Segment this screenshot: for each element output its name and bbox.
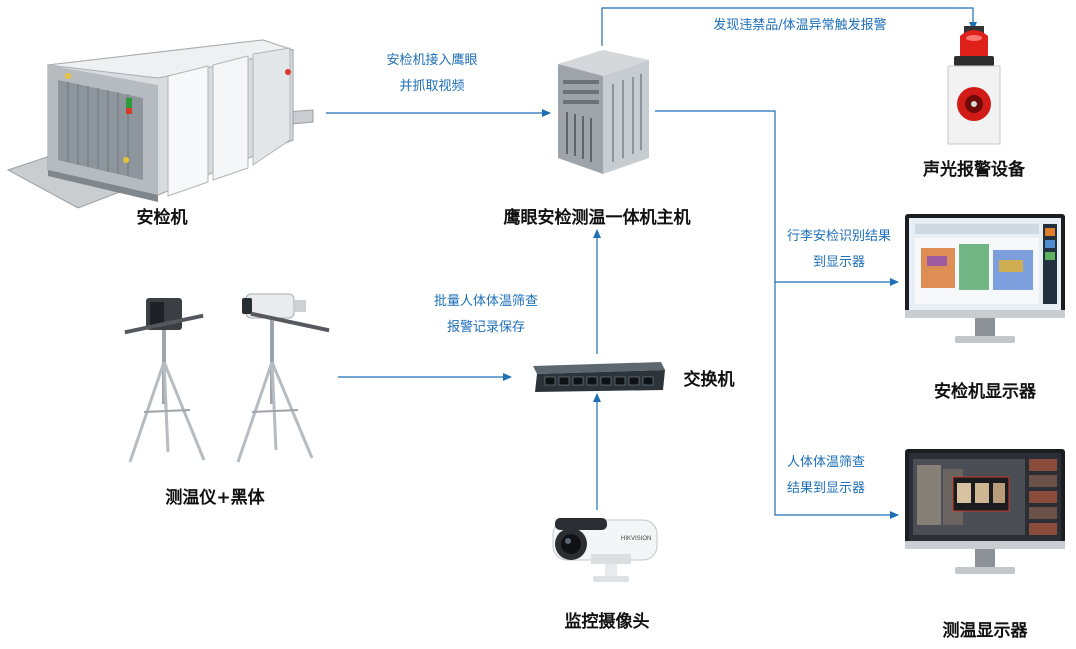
node-label-host: 鹰眼安检测温一体机主机 [503,208,691,228]
edge-label-xray-to-host: 安检机接入鹰眼 并抓取视频 [386,53,478,94]
surveillance-camera-image: HIKVISION [552,518,658,582]
arrow-host-to-temp-display [774,282,899,519]
node-label-camera: 监控摄像头 [564,612,650,632]
arrow-host-to-alarm [601,7,977,46]
edge-label-host-to-xray-display: 行李安检识别结果 到显示器 [786,229,891,270]
edge-label-host-to-temp-display: 人体体温筛查 结果到显示器 [786,455,865,496]
node-label-alarm: 声光报警设备 [923,160,1025,180]
arrow-host-to-xray-display [655,110,899,286]
thermometer-tripod-image [124,293,330,463]
node-label-thermometer: 测温仪+黑体 [165,488,265,508]
node-label-xray-display: 安检机显示器 [934,382,1036,402]
node-label-xray: 安检机 [136,208,188,228]
xray-display-monitor-image [905,214,1065,343]
network-switch-image [533,362,665,392]
alarm-device-image [947,26,1001,145]
temperature-display-monitor-image [905,449,1065,574]
edge-label-host-to-alarm: 发现违禁品/体温异常触发报警 [713,18,887,33]
host-server-image [558,50,649,174]
xray-machine-image [6,39,314,209]
edge-label-switch-to-host: 批量人体体温筛查 报警记录保存 [433,294,538,335]
camera-brand-text: HIKVISION [621,536,651,542]
node-label-temp-display: 测温显示器 [942,621,1028,641]
node-label-switch: 交换机 [683,370,735,390]
